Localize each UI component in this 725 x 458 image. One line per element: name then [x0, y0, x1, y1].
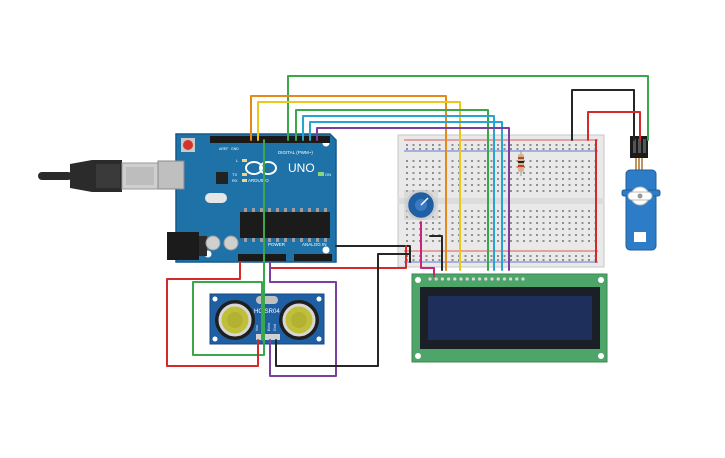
lcd-pin[interactable]	[434, 277, 438, 281]
servo-motor-icon[interactable]	[621, 136, 661, 251]
wire-black-gnd-breadboard[interactable]	[335, 245, 411, 263]
power-label: POWER	[268, 242, 286, 247]
led-on-label: ON	[325, 172, 331, 177]
wire-blue-lcd-1[interactable]	[302, 115, 495, 271]
resistor	[518, 150, 524, 176]
lcd-pin[interactable]	[447, 277, 451, 281]
arduino-model: UNO	[288, 161, 315, 175]
lcd-pin[interactable]	[490, 277, 494, 281]
gnd-label: GND	[231, 147, 239, 151]
lcd-pin[interactable]	[453, 277, 457, 281]
lcd-pin[interactable]	[478, 277, 482, 281]
lcd-pin[interactable]	[502, 277, 506, 281]
lcd-pin[interactable]	[496, 277, 500, 281]
pin-vcc-label: Vcc	[255, 325, 259, 331]
arduino-logo	[245, 161, 277, 175]
pin-gnd-label: Gnd	[273, 324, 277, 331]
lcd-pin[interactable]	[440, 277, 444, 281]
analog-header	[294, 254, 332, 261]
led-tx-label: TX	[232, 172, 237, 177]
sensor-model: HC-SR04	[254, 309, 280, 315]
wire-black-servo-gnd[interactable]	[571, 89, 635, 141]
wire-yellow-lcd[interactable]	[257, 101, 461, 271]
potentiometer-icon[interactable]	[404, 189, 438, 221]
wire-green-servo-signal[interactable]	[287, 75, 649, 141]
wire-purple-echo[interactable]	[269, 261, 337, 377]
wire-black-sensor-gnd[interactable]	[275, 253, 411, 367]
digital-label: DIGITAL (PWM~)	[278, 150, 313, 155]
lcd-display	[411, 273, 608, 363]
wire-black-pot[interactable]	[429, 235, 443, 271]
lcd-screen	[428, 296, 592, 340]
lcd-pin[interactable]	[521, 277, 525, 281]
lcd-pin[interactable]	[509, 277, 513, 281]
wire-green-lcd[interactable]	[295, 109, 489, 271]
lcd-pin[interactable]	[484, 277, 488, 281]
led-rx-label: RX	[232, 178, 238, 183]
lcd-pin[interactable]	[471, 277, 475, 281]
digital-header	[210, 136, 330, 143]
lcd-pin[interactable]	[428, 277, 432, 281]
lcd-pin[interactable]	[515, 277, 519, 281]
wire-purple-lcd[interactable]	[316, 127, 510, 271]
analog-label: ANALOG IN	[302, 242, 327, 247]
wire-orange-lcd[interactable]	[250, 95, 447, 271]
arduino-uno-board: UNO ARDUINO DIGITAL (PWM~) POWER ANALOG …	[157, 133, 337, 263]
usb-plug-icon	[38, 160, 159, 192]
wire-red-sensor-vcc[interactable]	[166, 261, 259, 367]
led-l-label: L	[236, 158, 239, 163]
pin-echo-label: Echo	[267, 323, 271, 331]
ultrasonic-sensor: HC-SR04 Vcc Trig Echo Gnd	[209, 293, 325, 345]
wire-magenta-pot[interactable]	[420, 221, 435, 277]
lcd-pin[interactable]	[459, 277, 463, 281]
lcd-pin[interactable]	[465, 277, 469, 281]
wire-blue-lcd-2[interactable]	[309, 121, 503, 271]
power-header	[238, 254, 286, 261]
wire-green-trig[interactable]	[192, 139, 265, 356]
aref-label: AREF	[219, 147, 228, 151]
arduino-brand: ARDUINO	[248, 178, 269, 183]
reset-button[interactable]	[183, 140, 193, 150]
wire-red-servo-vcc[interactable]	[587, 111, 641, 141]
